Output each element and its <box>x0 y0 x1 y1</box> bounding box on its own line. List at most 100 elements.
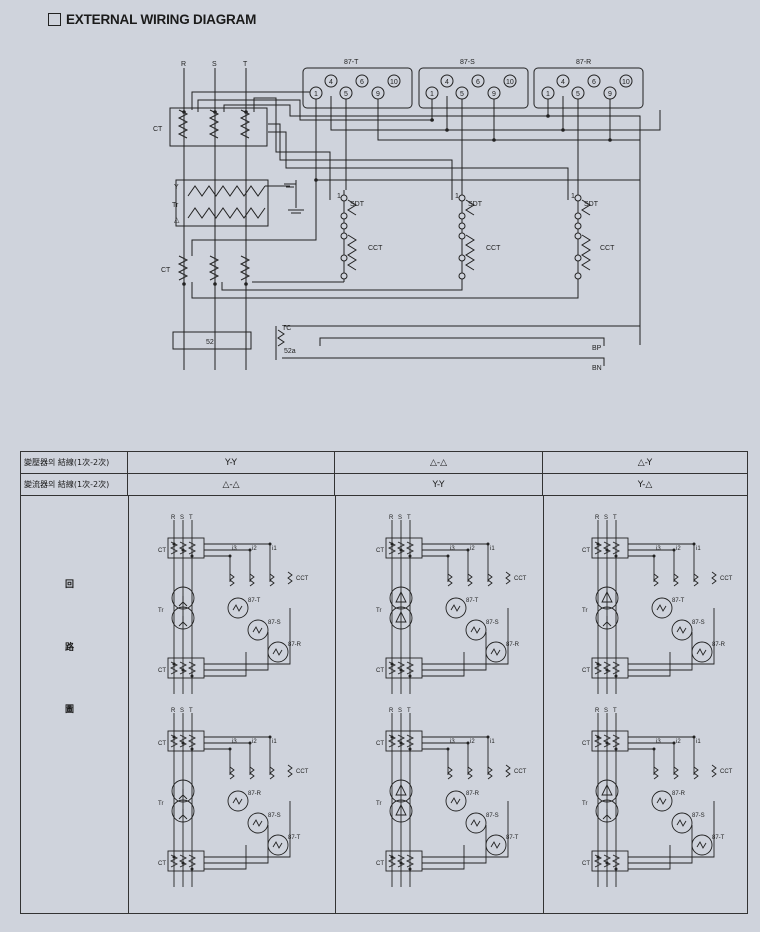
current-label-i3: i3 <box>450 546 455 552</box>
cct-label: CCT <box>720 769 733 775</box>
transformer-y-label: Y <box>174 184 179 191</box>
trip-coil-label: TC <box>282 325 291 332</box>
relay-label: 87-T <box>506 835 519 841</box>
relay-label: 87-S <box>486 813 499 819</box>
connection-table: 變壓器의 結線(1次-2次) Y-Y △-△ △-Y 變流器의 結線(1次-2次… <box>20 451 748 914</box>
aux-contact-label: 52a <box>284 348 296 355</box>
terminal-5: 5 <box>344 91 348 98</box>
ct-label-upper: CT <box>376 548 384 554</box>
phase-label-s: S <box>398 515 402 521</box>
relay-label: 87-R <box>712 642 726 648</box>
phase-label-s: S <box>604 708 608 714</box>
ct-label-lower: CT <box>158 861 166 867</box>
terminal-4: 4 <box>445 79 449 86</box>
header: EXTERNAL WIRING DIAGRAM <box>48 12 256 27</box>
ct-connection-2: Y-Y <box>335 474 543 495</box>
terminal-9: 9 <box>492 91 496 98</box>
bn-label: BN <box>592 365 602 372</box>
relay-label: 87-S <box>268 620 281 626</box>
page-title: EXTERNAL WIRING DIAGRAM <box>66 12 257 27</box>
sdt-terminal-1: 1 <box>455 193 459 200</box>
external-wiring-diagram: R S T CT Y Tr △ CT 52 TC 52a BP BN 87-T … <box>153 59 661 372</box>
ct-label-upper: CT <box>582 741 590 747</box>
cct-label: CCT <box>296 769 309 775</box>
current-label-i2: i2 <box>676 739 681 745</box>
phase-label-r: R <box>171 708 176 714</box>
terminal-6: 6 <box>476 79 480 86</box>
ct-label-lower: CT <box>376 861 384 867</box>
relay-label: 87-R <box>506 642 520 648</box>
relay-label: 87-T <box>712 835 725 841</box>
breaker-label: 52 <box>206 339 214 346</box>
circuit-label-2: 路 <box>65 643 75 653</box>
transformer-label: Tr <box>582 608 587 614</box>
relay-label: 87-T <box>288 835 301 841</box>
transformer-label: Tr <box>158 608 163 614</box>
ct-label-lower: CT <box>158 668 166 674</box>
current-label-i1: i1 <box>490 739 495 745</box>
cct-label: CCT <box>720 576 733 582</box>
terminal-4: 4 <box>329 79 333 86</box>
current-label-i2: i2 <box>470 739 475 745</box>
ct-label-lower: CT <box>161 267 171 274</box>
ct-connection-3: Y-△ <box>637 479 653 490</box>
relay-label: 87-S <box>692 620 705 626</box>
phase-label-r: R <box>389 708 394 714</box>
transformer-label: Tr <box>582 801 587 807</box>
phase-label-t: T <box>613 515 617 521</box>
current-label-i2: i2 <box>252 739 257 745</box>
phase-label-s: S <box>398 708 402 714</box>
current-label-i2: i2 <box>470 546 475 552</box>
transformer-label: Tr <box>376 608 381 614</box>
phase-label-r: R <box>171 515 176 521</box>
phase-label-r: R <box>595 515 600 521</box>
ct-label-upper: CT <box>158 548 166 554</box>
ct-label-lower: CT <box>582 861 590 867</box>
sdt-terminal-1: 1 <box>337 193 341 200</box>
transformer-connection-1: Y-Y <box>128 452 335 473</box>
circuit-label-3: 圖 <box>65 705 75 715</box>
terminal-6: 6 <box>360 79 364 86</box>
sdt-label: SDT <box>468 201 483 208</box>
ct-label-lower: CT <box>582 668 590 674</box>
relay-label-87r: 87-R <box>576 59 591 66</box>
relay-label-87t: 87-T <box>344 59 359 66</box>
ct-connection-1: △-△ <box>128 474 335 495</box>
relay-label: 87-S <box>268 813 281 819</box>
relay-label: 87-R <box>672 791 686 797</box>
relay-label: 87-T <box>672 598 685 604</box>
cct-label: CCT <box>514 769 527 775</box>
relay-label: 87-R <box>288 642 302 648</box>
cct-label: CCT <box>600 245 615 252</box>
transformer-delta-label: △ <box>174 217 180 224</box>
ct-label-upper: CT <box>153 126 163 133</box>
transformer-label: Tr <box>172 202 179 209</box>
current-label-i3: i3 <box>450 739 455 745</box>
phase-label-t: T <box>189 515 193 521</box>
cct-label: CCT <box>486 245 501 252</box>
phase-label-s: S <box>212 61 217 68</box>
current-label-i1: i1 <box>272 739 277 745</box>
phase-label-r: R <box>389 515 394 521</box>
transformer-label: Tr <box>158 801 163 807</box>
sdt-label: SDT <box>350 201 365 208</box>
current-label-i3: i3 <box>232 546 237 552</box>
current-label-i3: i3 <box>232 739 237 745</box>
relay-label: 87-T <box>466 598 479 604</box>
relay-label: 87-R <box>466 791 480 797</box>
relay-label: 87-T <box>248 598 261 604</box>
row-header-ct: 變流器의 結線(1次-2次) <box>21 474 128 495</box>
current-label-i1: i1 <box>696 739 701 745</box>
current-label-i1: i1 <box>272 546 277 552</box>
current-label-i3: i3 <box>656 739 661 745</box>
terminal-10: 10 <box>506 79 514 86</box>
relay-label: 87-S <box>692 813 705 819</box>
current-label-i2: i2 <box>676 546 681 552</box>
current-label-i1: i1 <box>490 546 495 552</box>
phase-label-s: S <box>180 708 184 714</box>
